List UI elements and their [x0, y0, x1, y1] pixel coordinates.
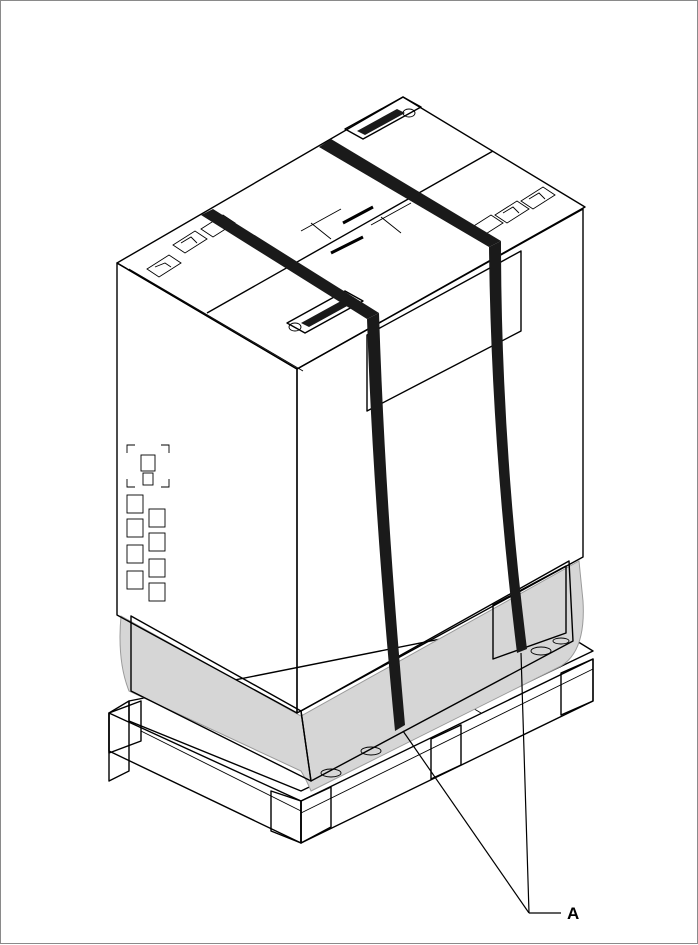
barcode-label-top [344, 96, 422, 140]
protective-wrap [119, 560, 584, 792]
base-unit [130, 560, 574, 782]
protect-from-heat-icon [140, 454, 156, 486]
do-not-stack-icon [520, 186, 556, 210]
this-way-up-icon [172, 230, 208, 254]
barcode-label-bottom [286, 290, 364, 334]
do-not-tilt-icon [494, 200, 530, 224]
cardboard-box [116, 96, 586, 714]
no-forklift-icon [300, 202, 412, 255]
side-pictograms [126, 454, 166, 602]
callout-leader-lines [402, 652, 561, 914]
keep-dry-icon [146, 254, 182, 278]
callout-label-a: A [567, 904, 579, 923]
straps [201, 139, 527, 731]
